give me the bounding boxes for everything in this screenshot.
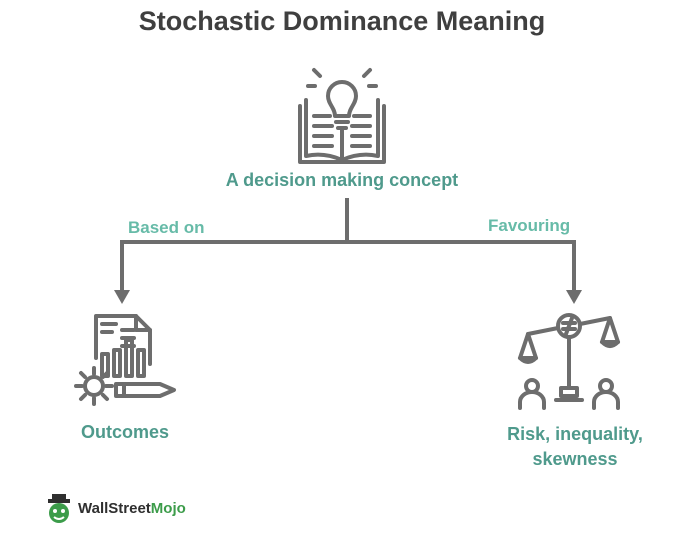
leaf-label-risk-line1: Risk, inequality, bbox=[507, 424, 643, 444]
wallstreetmojo-logo-icon bbox=[48, 494, 70, 523]
leaf-label-outcomes: Outcomes bbox=[80, 422, 170, 442]
edge-label-based-on: Based on bbox=[128, 218, 205, 237]
edge-label-favouring: Favouring bbox=[488, 216, 571, 235]
leaf-label-risk: Risk, inequality, skewness bbox=[480, 422, 670, 472]
brand-part2: Mojo bbox=[150, 500, 186, 517]
root-node-label: A decision making concept bbox=[225, 170, 459, 190]
scales-not-equal-icon bbox=[518, 313, 620, 410]
arrow-left bbox=[114, 290, 130, 304]
brand-part1: WallStreet bbox=[78, 500, 151, 517]
brand-wordmark: WallStreetMojo bbox=[78, 500, 186, 517]
leaf-label-risk-line2: skewness bbox=[532, 449, 618, 469]
arrow-right bbox=[566, 290, 582, 304]
report-chart-gear-icon bbox=[74, 314, 176, 406]
page-title: Stochastic Dominance Meaning bbox=[138, 6, 546, 36]
lightbulb-book-icon bbox=[298, 68, 386, 164]
